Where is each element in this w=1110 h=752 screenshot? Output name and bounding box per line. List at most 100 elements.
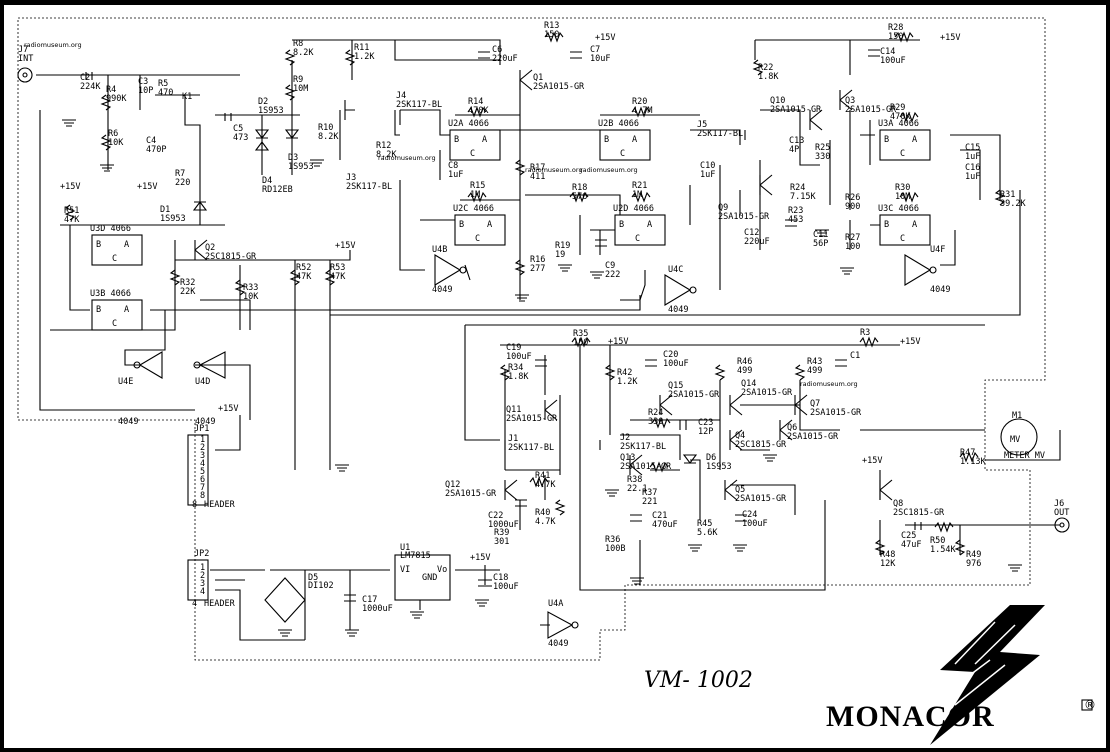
- part-ref-r13: R13: [544, 21, 559, 31]
- supply-label: +15V: [335, 241, 355, 251]
- part-ref-q5: Q5: [735, 485, 745, 495]
- part-ref-c10: C10: [700, 161, 715, 171]
- gate-pin-a: A: [487, 220, 492, 230]
- inverter-u4d: U4D: [195, 377, 210, 387]
- part-ref-r32: R32: [180, 278, 195, 288]
- part-value-d4: RD12EB: [262, 185, 293, 195]
- gate-u2a: U2A 4066: [448, 119, 489, 129]
- part-ref-r48: R48: [880, 550, 895, 560]
- part-ref-r45: R45: [697, 519, 712, 529]
- part-ref-r34: R34: [508, 363, 523, 373]
- part-value-r30: 10M: [895, 192, 910, 202]
- part-value-q15: 2SA1015-GR: [668, 390, 720, 400]
- jp2-pin: 3: [200, 579, 205, 589]
- part-value-c24: 100uF: [742, 519, 768, 529]
- part-value-c12: 220uF: [744, 237, 770, 247]
- part-ref-c6: C6: [492, 45, 502, 55]
- jp1-pin: 4: [200, 459, 205, 469]
- gate-pin-a: A: [912, 135, 917, 145]
- part-value-j1: 2SK117-BL: [508, 443, 554, 453]
- part-value-r20: 4.7M: [632, 106, 652, 116]
- inverter-part-u4f: 4049: [930, 285, 950, 295]
- part-value-c23: 12P: [698, 427, 713, 437]
- part-value-r24: 330: [648, 417, 663, 427]
- gate-pin-c: C: [900, 149, 905, 159]
- part-ref-r18: R18: [572, 183, 587, 193]
- jp2-pin-bottom: 4: [192, 599, 197, 609]
- gate-pin-c: C: [635, 234, 640, 244]
- part-value-r21: 1M: [632, 190, 642, 200]
- regulator-vi: VI: [400, 565, 410, 575]
- regulator-part: LM7815: [400, 551, 431, 561]
- part-value-c19: 100uF: [506, 352, 532, 362]
- jp1-pin: 3: [200, 451, 205, 461]
- part-ref-q4: Q4: [735, 431, 745, 441]
- inverter-part-u4d: 4049: [195, 417, 215, 427]
- input-jack-label: INT: [18, 54, 33, 64]
- part-ref-c2: C2: [80, 73, 90, 83]
- part-ref-r30: R30: [895, 183, 910, 193]
- part-ref-r37: R37: [642, 488, 657, 498]
- part-value-r27: 100: [845, 242, 860, 252]
- part-ref-r11: R11: [354, 43, 369, 53]
- supply-label: +15V: [940, 33, 960, 43]
- inverter-part-u4c: 4049: [668, 305, 688, 315]
- part-value-q7: 2SA1015-GR: [810, 408, 862, 418]
- inverter-part-u4b: 4049: [432, 285, 452, 295]
- part-ref-r24: R24: [648, 408, 663, 418]
- part-ref-r47: R47: [960, 448, 975, 458]
- part-ref-c8: C8: [448, 161, 458, 171]
- part-ref-c18: C18: [493, 573, 508, 583]
- part-value-r38: 22.1: [627, 484, 647, 494]
- part-ref-q15: Q15: [668, 381, 683, 391]
- part-value-c8: 1uF: [448, 170, 463, 180]
- part-value-r47: 1.13K: [960, 457, 986, 467]
- part-ref-r29: R29: [890, 103, 905, 113]
- part-value-q14: 2SA1015-GR: [741, 388, 793, 398]
- part-value-d3: 1S953: [288, 162, 314, 172]
- part-ref-d6: D6: [706, 453, 716, 463]
- part-value-j5: 2SK117-BL: [697, 129, 743, 139]
- part-ref-r35: R35: [573, 329, 588, 339]
- part-value-r12: 8.2K: [376, 150, 397, 160]
- part-value-d2: 1S953: [258, 106, 284, 116]
- inverter-u4a: U4A: [548, 599, 563, 609]
- watermark-text: radiomuseum.org: [378, 154, 436, 162]
- gate-pin-a: A: [632, 135, 637, 145]
- part-ref-r23: R23: [788, 206, 803, 216]
- part-value-r39: 301: [494, 537, 509, 547]
- part-value-r37: 221: [642, 497, 657, 507]
- part-ref-c9: C9: [605, 261, 615, 271]
- part-value-r28: 150: [888, 32, 903, 42]
- part-value-q11: 2SA1015-GR: [506, 414, 558, 424]
- gate-u3a: U3A 4066: [878, 119, 919, 129]
- part-value-q12: 2SA1015-GR: [445, 489, 497, 499]
- bridge-part: DI102: [308, 581, 334, 591]
- part-value-j3: 2SK117-BL: [346, 182, 392, 192]
- watermark-text: radiomuseum.org: [24, 41, 82, 49]
- part-ref-r26: R26: [845, 193, 860, 203]
- part-value-c10: 1uF: [700, 170, 715, 180]
- gate-pin-b: B: [604, 135, 609, 145]
- part-ref-r25: R25: [815, 143, 830, 153]
- supply-label: +15V: [218, 404, 238, 414]
- part-value-c18: 100uF: [493, 582, 519, 592]
- part-ref-q10: Q10: [770, 96, 785, 106]
- gate-pin-a: A: [482, 135, 487, 145]
- part-ref-j1: J1: [508, 434, 518, 444]
- part-ref-r31: R31: [1000, 190, 1015, 200]
- part-ref-r12: R12: [376, 141, 391, 151]
- part-ref-c21: C21: [652, 511, 667, 521]
- part-ref-c22: C22: [488, 511, 503, 521]
- part-value-c22: 1000uF: [488, 520, 519, 530]
- part-ref-c11: C11: [813, 230, 828, 240]
- part-value-r26: 900: [845, 202, 860, 212]
- part-ref-c13: C13: [789, 136, 804, 146]
- output-jack-label: OUT: [1054, 508, 1069, 518]
- part-ref-r28: R28: [888, 23, 903, 33]
- part-value-q1: 2SA1015-GR: [533, 82, 585, 92]
- part-ref-r8: R8: [293, 39, 303, 49]
- part-ref-r51: R51: [64, 206, 79, 216]
- part-ref-d4: D4: [262, 176, 272, 186]
- part-ref-r15: R15: [470, 181, 485, 191]
